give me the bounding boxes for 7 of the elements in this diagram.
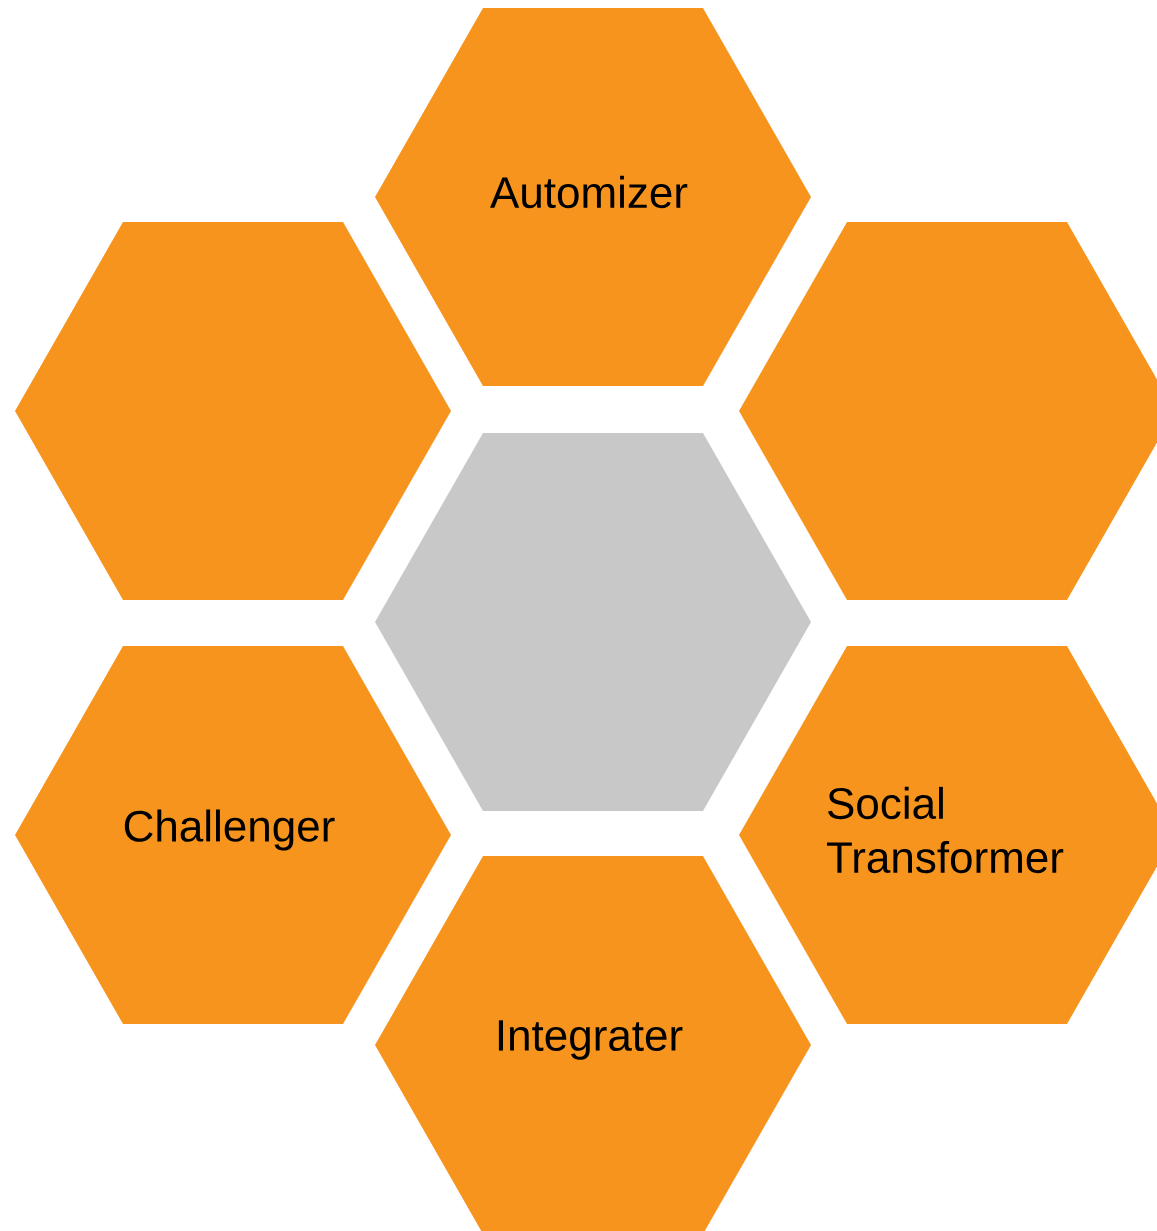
hexagon: [739, 222, 1157, 600]
hexagon: [375, 433, 811, 811]
hexagon-tile: Challenger: [15, 646, 451, 1024]
hexagon-tile: Social Transformer: [739, 646, 1157, 1024]
hexagon-tile: Integrater: [375, 856, 811, 1231]
hexagon: [15, 222, 451, 600]
hexagon-tile: Automizer: [375, 8, 811, 386]
